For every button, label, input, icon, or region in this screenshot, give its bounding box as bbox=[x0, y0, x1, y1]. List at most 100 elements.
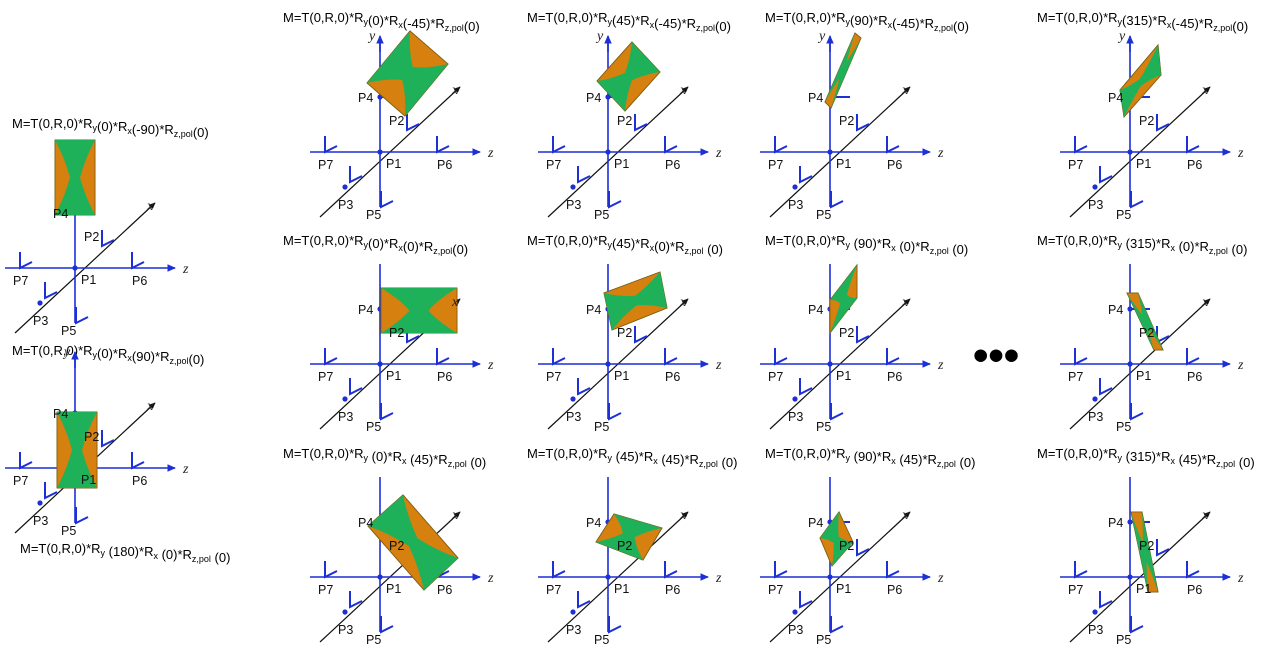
label-p2: P2 bbox=[617, 114, 632, 128]
label-p1: P1 bbox=[81, 473, 96, 487]
p5-marker bbox=[380, 616, 394, 634]
axis-label-y: y bbox=[817, 29, 826, 44]
p5-marker bbox=[608, 191, 622, 209]
axis-label-z: z bbox=[182, 262, 189, 277]
p2-marker bbox=[634, 114, 648, 132]
p3-dot bbox=[342, 396, 348, 402]
label-p7: P7 bbox=[13, 474, 28, 488]
label-p6: P6 bbox=[437, 583, 452, 597]
p3-dot bbox=[342, 609, 348, 615]
p1-dot bbox=[377, 149, 383, 155]
p1-dot bbox=[827, 574, 833, 580]
p6-marker bbox=[1186, 136, 1200, 154]
p3-dot bbox=[1092, 396, 1098, 402]
label-p4: P4 bbox=[53, 207, 68, 221]
p5-marker bbox=[830, 616, 844, 634]
p7-marker bbox=[324, 136, 338, 154]
label-p1: P1 bbox=[836, 157, 851, 171]
p2-marker bbox=[406, 114, 420, 132]
p1-dot bbox=[605, 361, 611, 367]
p3-dot bbox=[570, 609, 576, 615]
label-p4: P4 bbox=[358, 516, 373, 530]
axis-label-z: z bbox=[1237, 358, 1244, 373]
plate-green-lens bbox=[820, 512, 853, 566]
label-p3: P3 bbox=[788, 410, 803, 424]
label-p5: P5 bbox=[594, 633, 609, 646]
axis-label-z: z bbox=[715, 146, 722, 161]
label-p4: P4 bbox=[1108, 516, 1123, 530]
plate-green-lens bbox=[57, 412, 97, 488]
panel-title-ry90-rx0: M=T(0,R,0)*Ry (90)*Rx (0)*Rz,pol (0) bbox=[765, 233, 968, 257]
p7-marker bbox=[1074, 136, 1088, 154]
label-p4: P4 bbox=[1108, 91, 1123, 105]
label-p4: P4 bbox=[586, 91, 601, 105]
panel-title-ry90-rx-neg45: M=T(0,R,0)*Ry(90)*Rx(-45)*Rz,pol(0) bbox=[765, 10, 969, 34]
plate-green-lens bbox=[596, 514, 662, 560]
label-p2: P2 bbox=[389, 326, 404, 340]
label-p5: P5 bbox=[366, 633, 381, 646]
axis-label-x: x bbox=[451, 295, 459, 310]
p2-marker bbox=[1156, 539, 1170, 557]
axis-label-x: x bbox=[146, 199, 154, 214]
label-p4: P4 bbox=[358, 303, 373, 317]
label-p2: P2 bbox=[84, 230, 99, 244]
plate-green-lens bbox=[55, 140, 95, 215]
p6-marker bbox=[131, 452, 145, 470]
p3-dot bbox=[792, 184, 798, 190]
axis-label-x: x bbox=[1201, 295, 1209, 310]
p2-marker bbox=[856, 539, 870, 557]
label-p6: P6 bbox=[665, 583, 680, 597]
label-p6: P6 bbox=[1187, 158, 1202, 172]
plate-green-lens bbox=[597, 42, 660, 111]
p3-marker bbox=[349, 378, 363, 396]
label-p4: P4 bbox=[1108, 303, 1123, 317]
label-p7: P7 bbox=[546, 158, 561, 172]
plate-green-lens bbox=[1131, 512, 1158, 592]
axis-label-x: x bbox=[451, 508, 459, 523]
p7-marker bbox=[552, 561, 566, 579]
p5-marker bbox=[608, 616, 622, 634]
axis-label-x: x bbox=[451, 83, 459, 98]
label-p3: P3 bbox=[338, 198, 353, 212]
p3-marker bbox=[799, 378, 813, 396]
plate-green-lens bbox=[830, 265, 857, 333]
label-p2: P2 bbox=[1139, 539, 1154, 553]
label-p2: P2 bbox=[84, 430, 99, 444]
panel-title-ry-180: M=T(0,R,0)*Ry (180)*Rx (0)*Rz,pol (0) bbox=[20, 541, 230, 565]
label-p2: P2 bbox=[617, 539, 632, 553]
label-p5: P5 bbox=[1116, 420, 1131, 434]
p4-dot bbox=[1127, 306, 1133, 312]
panel-title-ry0-rx0: M=T(0,R,0)*Ry(0)*Rx(0)*Rz,pol(0) bbox=[283, 233, 468, 257]
label-p5: P5 bbox=[1116, 208, 1131, 222]
p7-marker bbox=[1074, 348, 1088, 366]
label-p1: P1 bbox=[386, 582, 401, 596]
label-p6: P6 bbox=[665, 370, 680, 384]
axis-label-y: y bbox=[367, 29, 376, 44]
p3-marker bbox=[799, 166, 813, 184]
label-p5: P5 bbox=[816, 208, 831, 222]
label-p3: P3 bbox=[788, 623, 803, 637]
p5-marker bbox=[830, 191, 844, 209]
axis-label-y: y bbox=[595, 29, 604, 44]
label-p4: P4 bbox=[358, 91, 373, 105]
axis-label-x: x bbox=[679, 83, 687, 98]
label-p5: P5 bbox=[61, 324, 76, 338]
label-p5: P5 bbox=[1116, 633, 1131, 646]
p3-dot bbox=[570, 184, 576, 190]
panel-title-ry315-rx-neg45: M=T(0,R,0)*Ry(315)*Rx(-45)*Rz,pol(0) bbox=[1037, 10, 1248, 34]
p3-marker bbox=[1099, 166, 1113, 184]
label-p5: P5 bbox=[61, 524, 76, 538]
axis-label-x: x bbox=[679, 295, 687, 310]
plate-green-lens bbox=[1120, 45, 1161, 117]
axis-label-y: y bbox=[1117, 29, 1126, 44]
label-p5: P5 bbox=[816, 633, 831, 646]
